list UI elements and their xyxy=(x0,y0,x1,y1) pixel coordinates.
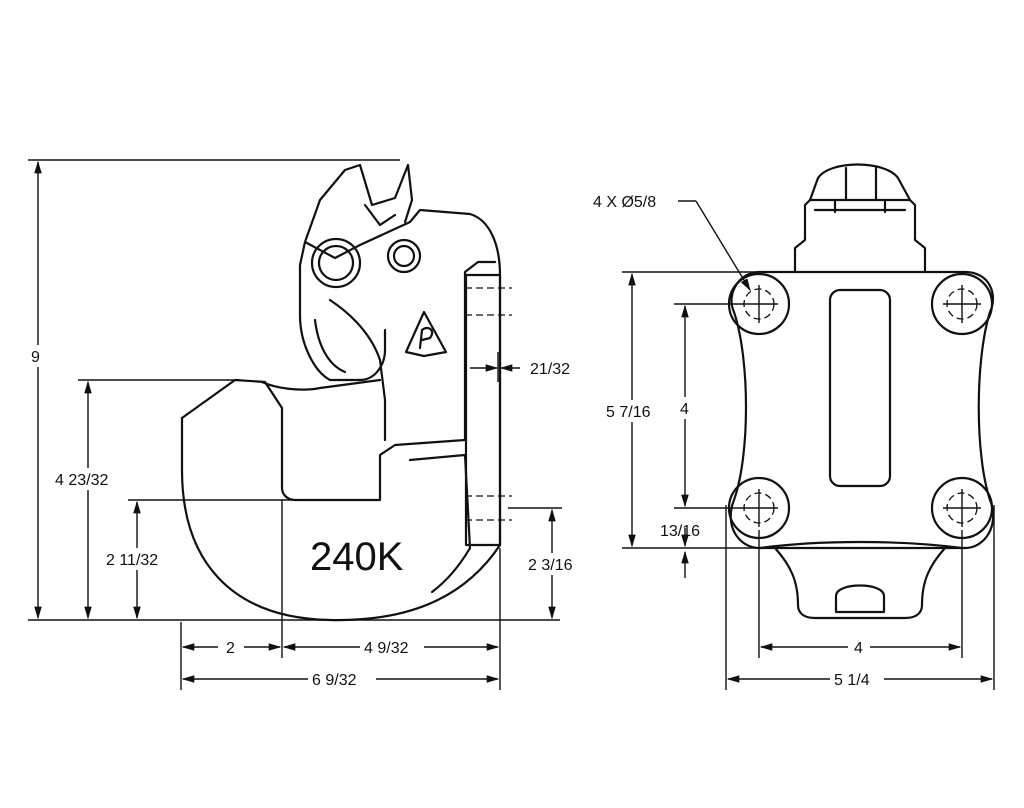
mounting-plate xyxy=(464,273,502,547)
mounting-hole-top-right xyxy=(930,272,994,336)
mounting-hole-bottom-right xyxy=(930,476,994,540)
pivot-pin-inner xyxy=(317,244,355,282)
upper-housing xyxy=(793,198,927,274)
hook-tongue xyxy=(180,378,467,502)
dim-hole-horizontal-spacing: 4 xyxy=(854,640,863,657)
dim-hole-callout: 4 X Ø5/8 xyxy=(593,194,656,211)
brand-logo-icon xyxy=(404,310,448,358)
dim-throat-height: 2 11/32 xyxy=(106,552,158,569)
mounting-plate-outline xyxy=(729,270,995,550)
small-pin-outer xyxy=(386,238,422,274)
dim-outer-height: 5 7/16 xyxy=(606,404,651,421)
front-view xyxy=(727,163,995,620)
product-marking: 240K xyxy=(310,535,404,579)
center-slot xyxy=(828,288,892,488)
bottom-lug xyxy=(773,546,947,620)
small-pin-inner xyxy=(392,244,416,268)
dim-throat-width: 2 xyxy=(226,640,235,657)
dim-hole-vertical-spacing: 4 xyxy=(680,401,689,418)
dim-hook-height: 4 23/32 xyxy=(55,472,108,489)
dim-plate-thickness: 21/32 xyxy=(530,361,570,378)
front-view-dimensions: 4 X Ø5/8 5 7/16 4 13/16 4 5 1/4 xyxy=(593,194,995,690)
side-view: 240K xyxy=(180,163,512,622)
dim-base-to-hole: 2 3/16 xyxy=(528,557,573,574)
dim-overall-depth: 6 9/32 xyxy=(312,672,357,689)
dim-overall-width: 5 1/4 xyxy=(834,672,870,689)
dim-overall-height: 9 xyxy=(31,349,40,366)
pivot-pin-outer xyxy=(310,237,362,289)
dim-throat-to-back: 4 9/32 xyxy=(364,640,409,657)
hook-body-outline xyxy=(180,208,502,622)
latch-outline xyxy=(303,163,414,244)
dim-bottom-offset: 13/16 xyxy=(660,523,700,540)
side-view-dimensions: 9 4 23/32 2 11/32 2 3/16 21/32 2 4 9/32 xyxy=(28,159,584,690)
bottom-slot xyxy=(834,584,886,614)
